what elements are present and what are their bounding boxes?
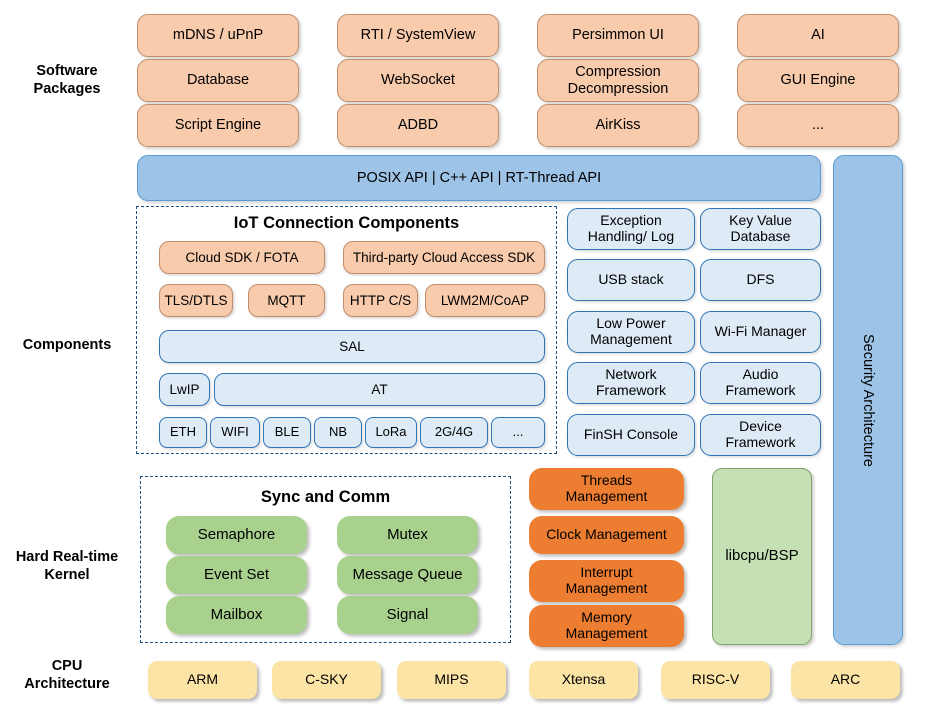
package-persimmon-ui[interactable]: Persimmon UI [537,14,699,57]
iot-eth[interactable]: ETH [159,417,207,448]
kernel-event-set[interactable]: Event Set [166,556,307,594]
cpu-xtensa[interactable]: Xtensa [529,661,638,699]
package-more[interactable]: ... [737,104,899,147]
package-websocket[interactable]: WebSocket [337,59,499,102]
package-adbd[interactable]: ADBD [337,104,499,147]
iot-nb[interactable]: NB [314,417,362,448]
cpu-mips[interactable]: MIPS [397,661,506,699]
component-finsh-console[interactable]: FinSH Console [567,414,695,456]
iot-lora[interactable]: LoRa [365,417,417,448]
package-mdns-upnp[interactable]: mDNS / uPnP [137,14,299,57]
iot-more[interactable]: ... [491,417,545,448]
package-gui-engine[interactable]: GUI Engine [737,59,899,102]
iot-lwm2m-coap[interactable]: LWM2M/CoAP [425,284,545,317]
package-ai[interactable]: AI [737,14,899,57]
security-architecture-bar[interactable]: Security Architecture [833,155,903,645]
kernel-semaphore[interactable]: Semaphore [166,516,307,554]
iot-lwip[interactable]: LwIP [159,373,210,406]
sync-and-comm-group [140,476,511,643]
component-dfs[interactable]: DFS [700,259,821,301]
package-script-engine[interactable]: Script Engine [137,104,299,147]
kernel-signal[interactable]: Signal [337,596,478,634]
cpu-arc[interactable]: ARC [791,661,900,699]
cpu-risc-v[interactable]: RISC-V [661,661,770,699]
security-architecture-label: Security Architecture [860,333,877,467]
api-bar[interactable]: POSIX API | C++ API | RT-Thread API [137,155,821,201]
cpu-c-sky[interactable]: C-SKY [272,661,381,699]
cpu-arm[interactable]: ARM [148,661,257,699]
iot-mqtt[interactable]: MQTT [248,284,325,317]
libcpu-bsp[interactable]: libcpu/BSP [712,468,812,645]
kernel-mailbox[interactable]: Mailbox [166,596,307,634]
package-airkiss[interactable]: AirKiss [537,104,699,147]
package-database[interactable]: Database [137,59,299,102]
component-usb-stack[interactable]: USB stack [567,259,695,301]
iot-third-party-cloud-access-sdk[interactable]: Third-party Cloud Access SDK [343,241,545,274]
component-wifi-manager[interactable]: Wi-Fi Manager [700,311,821,353]
iot-sal[interactable]: SAL [159,330,545,363]
iot-cloud-sdk-fota[interactable]: Cloud SDK / FOTA [159,241,325,274]
iot-ble[interactable]: BLE [263,417,311,448]
kernel-mutex[interactable]: Mutex [337,516,478,554]
iot-connection-components-title: IoT Connection Components [233,214,460,232]
package-rti-systemview[interactable]: RTI / SystemView [337,14,499,57]
sync-and-comm-title: Sync and Comm [260,488,391,506]
kernel-clock-management[interactable]: Clock Management [529,516,684,554]
iot-at[interactable]: AT [214,373,545,406]
iot-2g-4g[interactable]: 2G/4G [420,417,488,448]
iot-wifi[interactable]: WIFI [210,417,260,448]
row-label-components: Components [22,337,112,353]
iot-connection-components-group [136,206,557,454]
iot-http-cs[interactable]: HTTP C/S [343,284,418,317]
iot-tls-dtls[interactable]: TLS/DTLS [159,284,233,317]
kernel-message-queue[interactable]: Message Queue [337,556,478,594]
